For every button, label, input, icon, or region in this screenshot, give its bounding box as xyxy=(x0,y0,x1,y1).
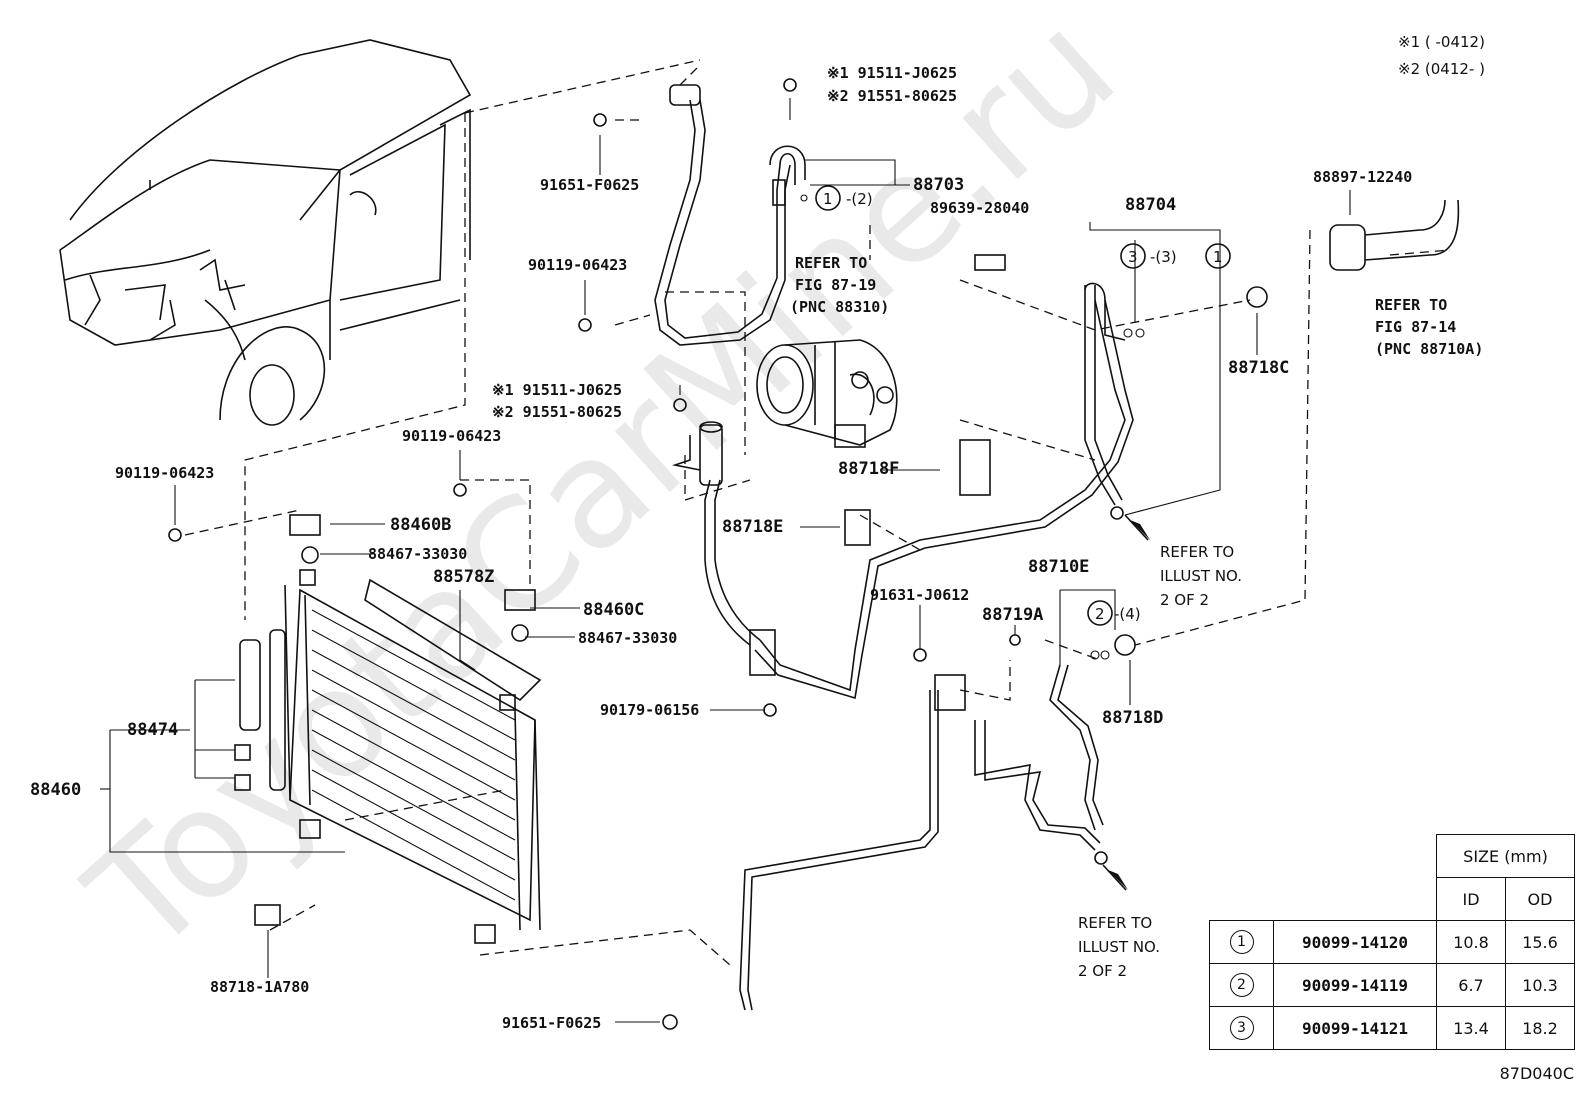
figure-code: 87D040C xyxy=(1499,1064,1574,1083)
label-89639: 89639-28040 xyxy=(930,199,1029,217)
watermark: ToyotaCarMine.ru xyxy=(57,0,1148,987)
refer-illust-2c: 2 OF 2 xyxy=(1078,962,1127,980)
table-row: 1 90099-14120 10.8 15.6 xyxy=(1209,920,1575,964)
circle-1b: 1 xyxy=(1213,248,1223,266)
variant-note-2: ※2 (0412- ) xyxy=(1398,60,1485,78)
part-number-cell: 90099-14121 xyxy=(1273,1006,1437,1050)
label-88704: 88704 xyxy=(1125,195,1176,215)
circle-3: 3 xyxy=(1128,248,1138,266)
circle-1: 1 xyxy=(823,190,833,208)
label-91651-top: 91651-F0625 xyxy=(540,176,639,194)
refer-87-19-c: (PNC 88310) xyxy=(790,298,889,316)
label-90119-c: 90119-06423 xyxy=(115,464,214,482)
refer-illust-2b: ILLUST NO. xyxy=(1078,938,1160,956)
suction-pipe xyxy=(704,282,1134,700)
size-table: SIZE (mm) ID OD 1 90099-14120 10.8 15.6 … xyxy=(1209,834,1575,1050)
liquid-pipe xyxy=(739,664,1104,1011)
label-88474: 88474 xyxy=(127,720,178,740)
label-bolt-v1: ※1 91511-J0625 xyxy=(827,64,957,82)
table-row: 2 90099-14119 6.7 10.3 xyxy=(1209,963,1575,1007)
condenser xyxy=(234,514,542,944)
label-88718C: 88718C xyxy=(1228,358,1289,378)
size-header: SIZE (mm) xyxy=(1436,834,1575,878)
label-88718F: 88718F xyxy=(838,459,899,479)
refer-illust-2a: REFER TO xyxy=(1078,914,1152,932)
id-cell: 13.4 xyxy=(1436,1006,1506,1050)
part-number-cell: 90099-14119 xyxy=(1273,963,1437,1007)
vehicle-outline xyxy=(59,39,472,426)
label-bolt-v1b: ※1 91511-J0625 xyxy=(492,381,622,399)
blank-cell xyxy=(1209,877,1274,921)
refer-illust-1c: 2 OF 2 xyxy=(1160,591,1209,609)
id-cell: 10.8 xyxy=(1436,920,1506,964)
label-91651-bottom: 91651-F0625 xyxy=(502,1014,601,1032)
label-88718D: 88718D xyxy=(1102,708,1163,728)
refer-illust-1b: ILLUST NO. xyxy=(1160,567,1242,585)
refer-87-19-a: REFER TO xyxy=(795,254,867,272)
id-cell: 6.7 xyxy=(1436,963,1506,1007)
label-88467-a: 88467-33030 xyxy=(368,545,467,563)
blank-cell xyxy=(1210,835,1274,878)
variant-note-1: ※1 ( -0412) xyxy=(1398,33,1485,51)
discharge-hose xyxy=(654,84,806,346)
table-row: 3 90099-14121 13.4 18.2 xyxy=(1209,1006,1575,1050)
label-88710E-qty: -(4) xyxy=(1114,605,1141,623)
od-cell: 15.6 xyxy=(1505,920,1575,964)
label-90119-a: 90119-06423 xyxy=(528,256,627,274)
label-88703: 88703 xyxy=(913,175,964,195)
label-88460B: 88460B xyxy=(390,515,451,535)
od-cell: 18.2 xyxy=(1505,1006,1575,1050)
label-bolt-v2b: ※2 91551-80625 xyxy=(492,403,622,421)
part-labels: ※1 ( -0412) ※2 (0412- ) ※1 91511-J0625 ※… xyxy=(30,33,1485,1032)
row-number: 2 xyxy=(1209,963,1274,1007)
part-number-cell: 90099-14120 xyxy=(1273,920,1437,964)
label-88703-qty: -(2) xyxy=(846,190,873,208)
label-88467-b: 88467-33030 xyxy=(578,629,677,647)
label-91631: 91631-J0612 xyxy=(870,586,969,604)
label-88718E: 88718E xyxy=(722,517,783,537)
od-cell: 10.3 xyxy=(1505,963,1575,1007)
leader-lines xyxy=(100,98,1351,1023)
blank-cell xyxy=(1273,877,1437,921)
circle-2: 2 xyxy=(1095,605,1105,623)
label-88578Z: 88578Z xyxy=(433,567,494,587)
refer-87-14-b: FIG 87-14 xyxy=(1375,318,1456,336)
refer-illust-1a: REFER TO xyxy=(1160,543,1234,561)
label-bolt-v2: ※2 91551-80625 xyxy=(827,87,957,105)
label-88710E: 88710E xyxy=(1028,557,1089,577)
label-88704-qty: -(3) xyxy=(1150,248,1177,266)
label-88719A: 88719A xyxy=(982,605,1043,625)
blank-cell xyxy=(1273,834,1437,878)
size-table-subheader-row: ID OD xyxy=(1209,877,1575,921)
col-id-header: ID xyxy=(1436,877,1506,921)
refer-87-14-c: (PNC 88710A) xyxy=(1375,340,1483,358)
refer-87-14-a: REFER TO xyxy=(1375,296,1447,314)
compressor xyxy=(756,339,898,448)
label-90179: 90179-06156 xyxy=(600,701,699,719)
row-number: 3 xyxy=(1209,1006,1274,1050)
arrow-icons xyxy=(1102,514,1150,891)
label-90119-b: 90119-06423 xyxy=(402,427,501,445)
label-88460C: 88460C xyxy=(583,600,644,620)
size-table-header-row: SIZE (mm) xyxy=(1210,834,1575,878)
refer-87-19-b: FIG 87-19 xyxy=(795,276,876,294)
receiver-parts xyxy=(671,254,1006,711)
label-88897: 88897-12240 xyxy=(1313,168,1412,186)
label-88460: 88460 xyxy=(30,780,81,800)
label-88718-1A780: 88718-1A780 xyxy=(210,978,309,996)
row-number: 1 xyxy=(1209,920,1274,964)
col-od-header: OD xyxy=(1505,877,1575,921)
circle-markers: 1 3 1 2 xyxy=(815,185,1231,626)
